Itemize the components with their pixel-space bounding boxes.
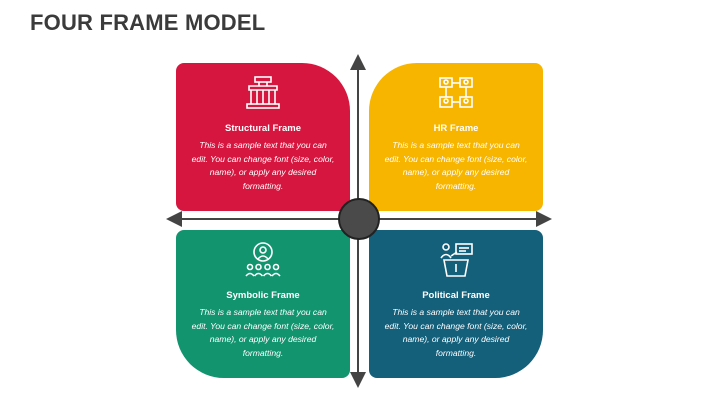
frame-description: This is a sample text that you can edit.…: [384, 140, 528, 191]
frame-title: HR Frame: [433, 123, 479, 134]
frame-description: This is a sample text that you can edit.…: [191, 140, 335, 191]
political-frame-card: Political Frame This is a sample text th…: [369, 230, 543, 378]
building-icon: [246, 76, 280, 109]
frame-title: Structural Frame: [224, 123, 302, 134]
frame-description: This is a sample text that you can edit.…: [191, 307, 335, 358]
team-leader-icon: [245, 242, 281, 277]
structural-frame-card: Structural Frame This is a sample text t…: [176, 63, 350, 211]
frame-title: Political Frame: [422, 290, 490, 301]
people-network-icon: [439, 77, 473, 108]
presenter-podium-icon: [440, 243, 473, 277]
hr-frame-card: HR Frame This is a sample text that you …: [369, 63, 543, 211]
frame-description: This is a sample text that you can edit.…: [384, 307, 528, 358]
frame-title: Symbolic Frame: [226, 290, 300, 301]
symbolic-frame-card: Symbolic Frame This is a sample text tha…: [176, 230, 350, 378]
page-title: FOUR FRAME MODEL: [30, 10, 266, 35]
center-hub: [338, 198, 380, 240]
